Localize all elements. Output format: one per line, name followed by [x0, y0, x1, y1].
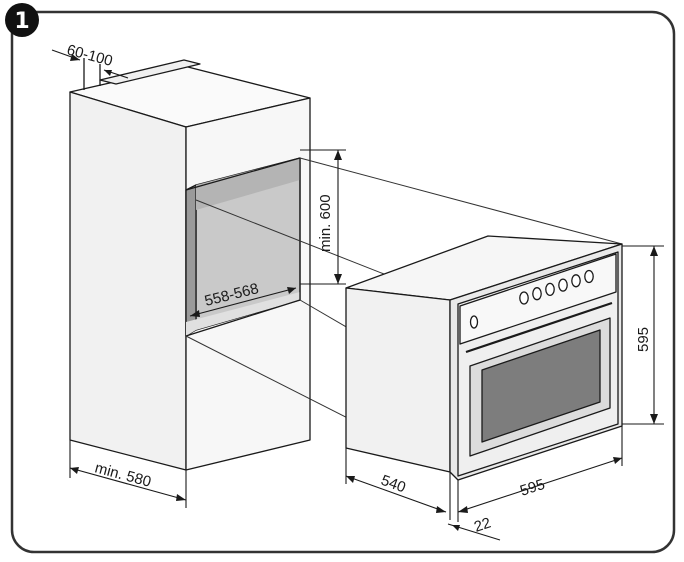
oven-knob	[519, 291, 529, 305]
oven-knob	[571, 274, 581, 288]
cabinet	[69, 58, 311, 471]
cabinet-side	[69, 91, 187, 471]
arrowhead	[176, 494, 186, 501]
oven	[345, 235, 623, 481]
niche-shadow	[196, 158, 300, 210]
oven-knob	[545, 282, 555, 297]
arrowhead	[650, 246, 658, 256]
label-oven-width: 595	[518, 476, 547, 500]
oven-knob	[584, 269, 594, 284]
arrowhead	[104, 70, 112, 76]
arrowhead	[650, 414, 658, 424]
dim-oven-depth-line	[345, 475, 447, 513]
arrowhead	[334, 274, 342, 284]
dimension-arrowheads	[70, 54, 658, 531]
oven-left-knob	[469, 315, 479, 329]
oven-knob	[558, 278, 568, 292]
label-door-thickness: 22	[472, 514, 493, 535]
step-badge: 1	[5, 3, 39, 37]
dim-oven-width-line	[457, 457, 623, 513]
arrowhead	[287, 287, 296, 294]
arrowhead	[346, 476, 355, 483]
niche-floor	[186, 292, 300, 336]
oven-handle	[465, 301, 613, 354]
arrowhead	[613, 457, 622, 464]
step-badge-number: 1	[14, 9, 29, 34]
label-oven-height: 595	[635, 327, 652, 352]
arrowhead	[70, 467, 79, 474]
arrowhead	[452, 525, 460, 531]
cabinet-top-vent	[99, 59, 201, 85]
arrowhead	[436, 506, 446, 513]
oven-knob	[532, 287, 542, 301]
label-niche-height: min. 600	[317, 194, 334, 252]
guide-line-top	[299, 157, 623, 245]
step-badge-circle	[5, 3, 39, 37]
arrowhead	[458, 506, 468, 513]
oven-window	[481, 329, 601, 443]
oven-side	[345, 287, 451, 473]
dim-niche-width-line	[189, 287, 297, 317]
arrowhead	[334, 150, 342, 160]
dimension-lines	[51, 49, 664, 541]
arrowhead	[70, 54, 80, 61]
arrowhead	[190, 310, 200, 317]
oven-knobs	[519, 269, 594, 305]
niche-outline	[185, 157, 301, 337]
dim-cabinet-depth-line	[69, 467, 187, 501]
